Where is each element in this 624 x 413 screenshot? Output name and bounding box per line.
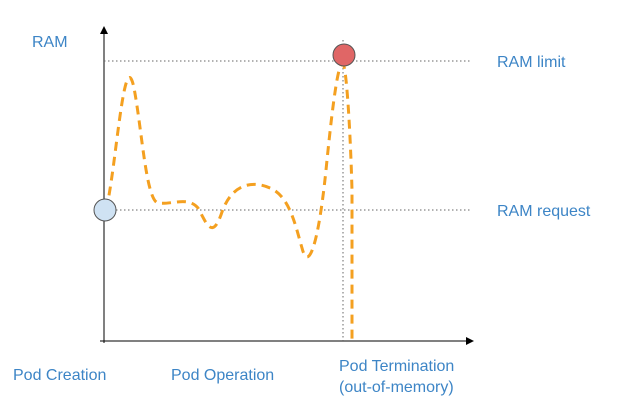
phase-creation-label: Pod Creation [13,367,106,384]
pod-start-marker [93,198,117,222]
phase-termination-sublabel: (out-of-memory) [339,379,454,396]
ram-usage-curve [104,62,354,341]
ram-limit-label: RAM limit [497,54,566,71]
phase-operation-label: Pod Operation [171,367,274,384]
y-axis-label: RAM [32,34,68,51]
ram-request-label: RAM request [497,203,591,220]
oom-marker [332,43,356,67]
phase-termination-label: Pod Termination [339,358,454,375]
